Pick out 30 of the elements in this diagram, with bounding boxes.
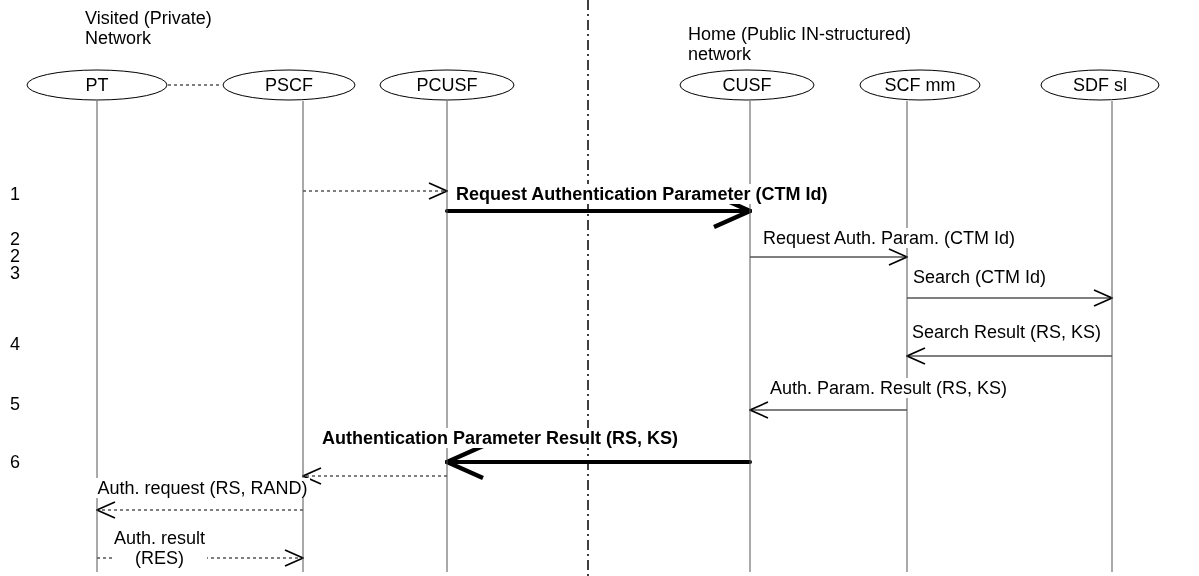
edge-label: Authentication Parameter Result (RS, KS) — [322, 428, 679, 448]
edge-label: Search (CTM Id) — [913, 267, 1047, 287]
message-arrow — [302, 182, 448, 200]
message-arrow — [749, 401, 908, 419]
message-arrow — [96, 501, 304, 519]
message-arrow — [906, 289, 1113, 307]
step-number: 1 — [10, 184, 20, 204]
edge-label: Auth. Param. Result (RS, KS) — [770, 378, 1008, 398]
entity-name: CUSF — [722, 74, 772, 97]
entity-name: PSCF — [265, 74, 313, 97]
region-heading: Home (Public IN-structured) network — [688, 24, 913, 64]
entity-name: PT — [85, 74, 109, 97]
message-arrow — [906, 347, 1113, 365]
step-number: 4 — [10, 334, 20, 354]
step-number: 5 — [10, 394, 20, 414]
edge-label: Search Result (RS, KS) — [912, 322, 1102, 342]
step-number: 6 — [10, 452, 20, 472]
step-number: 3 — [10, 263, 20, 283]
region-heading: Visited (Private) Network — [85, 8, 213, 48]
edge-label: Auth. request (RS, RAND) — [95, 478, 310, 498]
entity-name: SDF sl — [1073, 74, 1127, 97]
message-arrow — [749, 248, 908, 266]
step-number: 2 — [10, 246, 20, 266]
message-arrow — [302, 467, 448, 485]
entity-name: PCUSF — [416, 74, 478, 97]
step-number: 2 — [10, 229, 20, 249]
edge-label: Request Auth. Param. (CTM Id) — [763, 228, 1016, 248]
edge-label: Auth. result (RES) — [112, 528, 207, 568]
edge-label: Request Authentication Parameter (CTM Id) — [456, 184, 828, 204]
entity-name: SCF mm — [884, 74, 956, 97]
